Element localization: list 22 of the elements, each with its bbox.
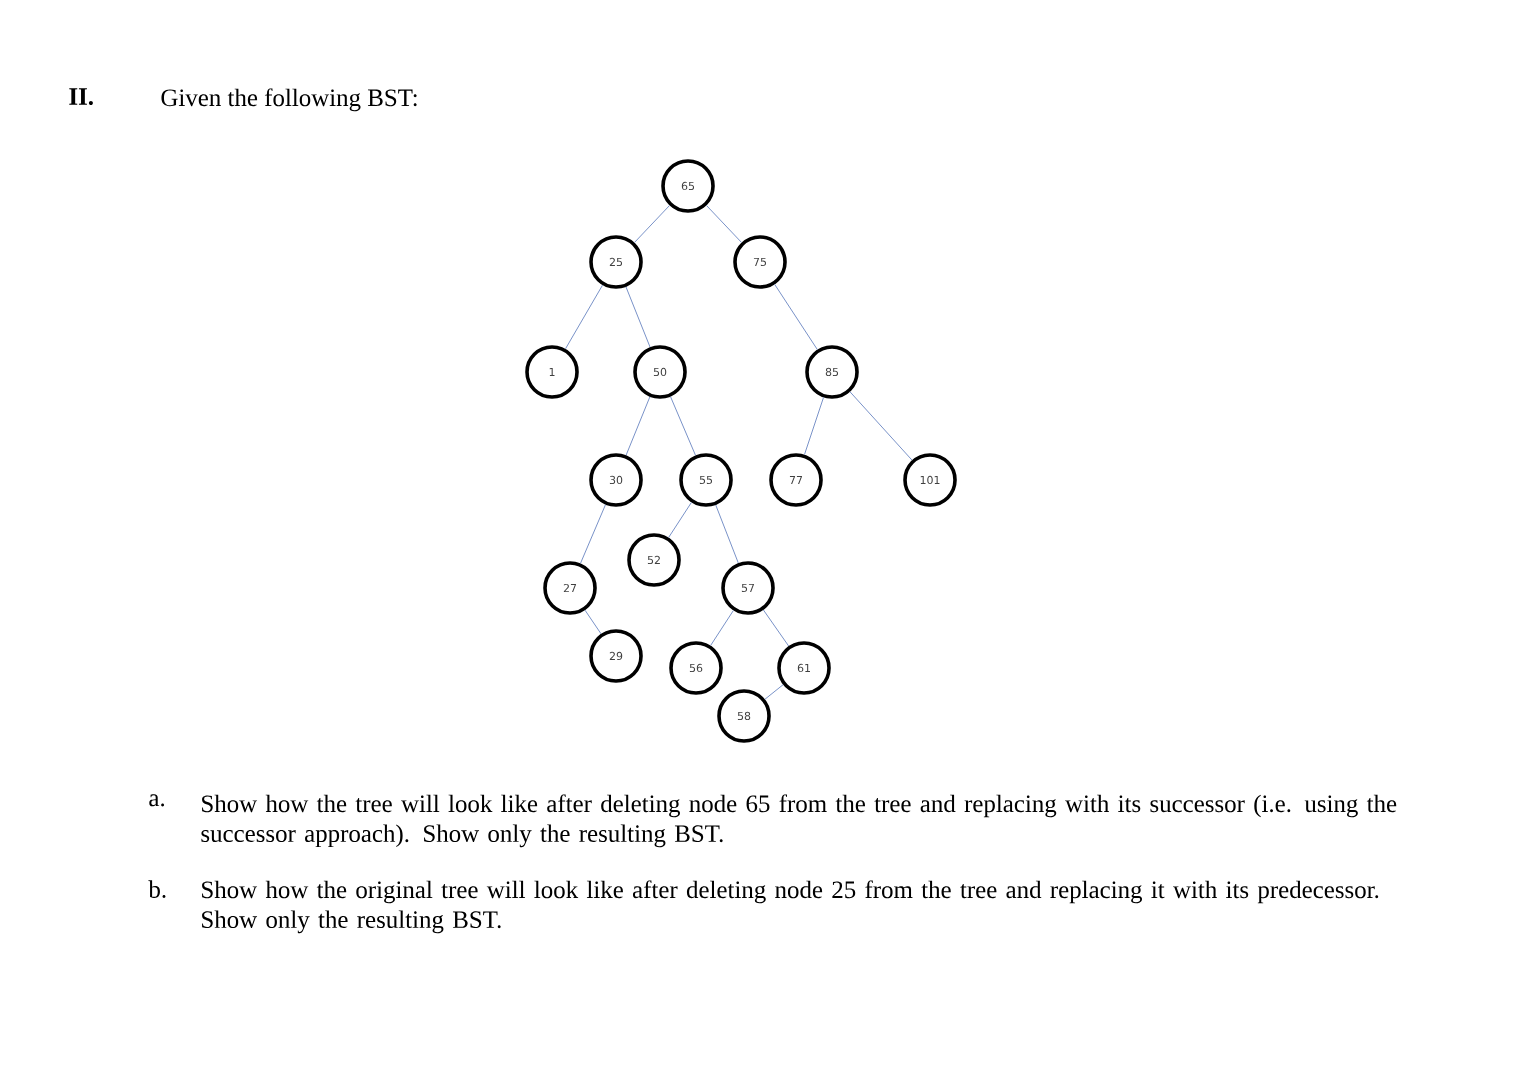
tree-edge xyxy=(774,283,818,351)
tree-edge xyxy=(668,501,692,538)
tree-edge xyxy=(625,396,651,456)
tree-edge xyxy=(584,609,602,635)
tree-edge xyxy=(710,609,734,646)
tree-edge xyxy=(804,396,825,456)
text: II. xyxy=(69,88,93,106)
tree-edge xyxy=(633,204,671,243)
text: Show how the tree will look like after deleting node 65 from the tree and replacing with its successor (i.e. using the successor approach). Show only the resulting BST. xyxy=(201,794,1397,848)
tree-edge xyxy=(565,284,604,350)
tree-edge xyxy=(580,504,606,564)
tree-edge xyxy=(670,396,696,456)
tree-edge xyxy=(849,391,913,461)
text: b. xyxy=(148,880,166,898)
tree-edge xyxy=(764,684,784,700)
tree-edge xyxy=(625,286,651,348)
text: Show how the original tree will look like after deleting node 25 from the tree and replacing it with its predecessor. Show only the resulting BST. xyxy=(202,880,1379,934)
tree-edge xyxy=(762,609,790,647)
text: Given the following BST: xyxy=(161,88,417,112)
tree-edge xyxy=(715,504,739,564)
text: a. xyxy=(149,794,165,807)
tree-edge xyxy=(705,204,743,243)
